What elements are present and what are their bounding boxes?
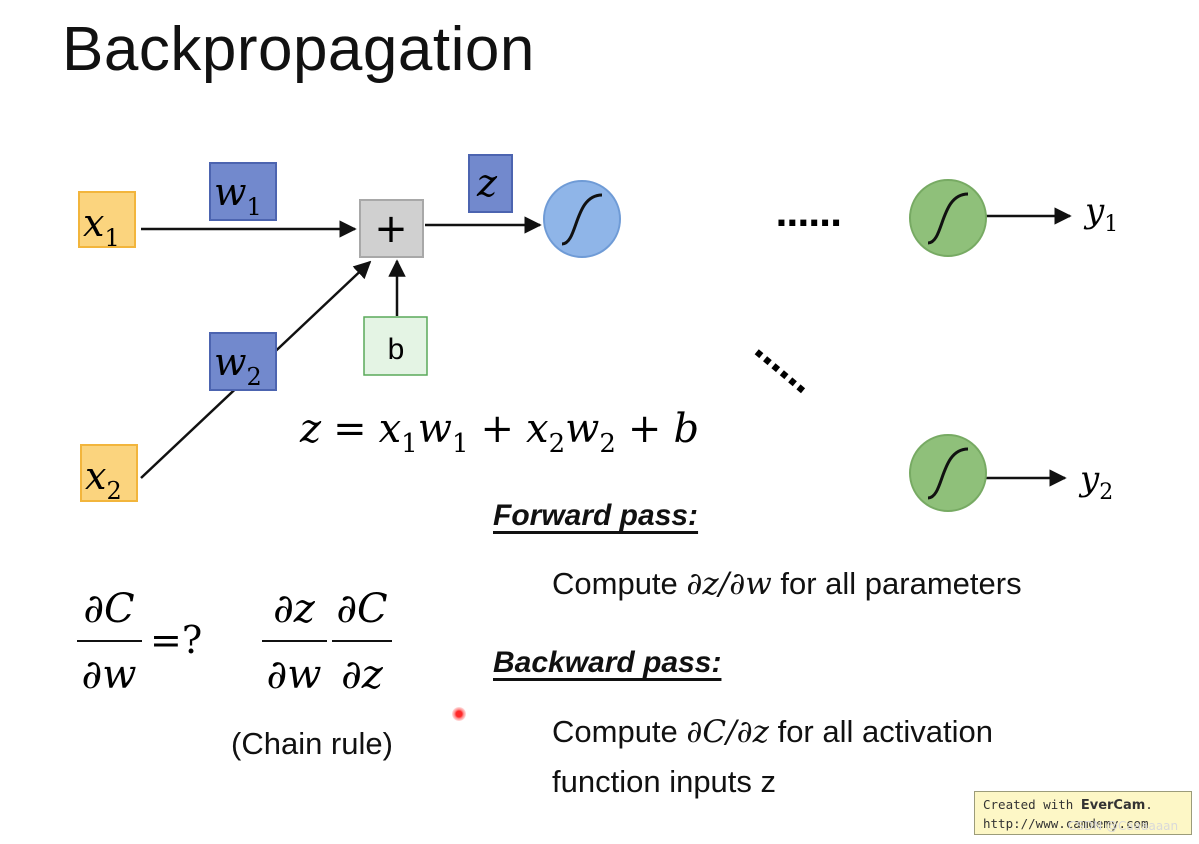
evercam-watermark: Created with EverCam. http://www.camdemy… <box>974 791 1192 835</box>
sum-node <box>359 199 424 258</box>
watermark-line1: Created with EverCam. <box>983 797 1153 813</box>
bias-label: b <box>388 333 405 366</box>
forward-math: ∂z/∂w <box>686 566 772 602</box>
laser-pointer-dot <box>452 707 466 721</box>
chain-denominator-1: ∂w <box>267 652 322 698</box>
output-label-y1: y1 <box>1083 191 1118 237</box>
weight-label-w2: w2 <box>214 340 262 391</box>
sigmoid-icon <box>927 447 969 500</box>
watermark-line2: http://www.camdemy.com <box>983 816 1149 831</box>
neuron-output-2 <box>909 434 987 512</box>
sum-symbol: + <box>374 206 408 252</box>
forward-pass-heading: Forward pass: <box>493 499 699 532</box>
chain-numerator-1: ∂z <box>273 586 316 632</box>
derivative-numerator: ∂C <box>83 586 134 632</box>
slide-title: Backpropagation <box>62 15 535 84</box>
z-box <box>468 154 513 213</box>
backward-pass-heading: Backward pass: <box>493 646 722 679</box>
input-label-x2: x2 <box>85 454 122 505</box>
sigmoid-icon <box>561 193 603 246</box>
backward-math: ∂C/∂z <box>686 714 769 750</box>
backward-text-post: for all activation <box>768 714 993 749</box>
chain-numerator-2: ∂C <box>336 586 387 632</box>
weight-box-w1 <box>209 162 277 221</box>
input-label-x1: x1 <box>83 201 120 252</box>
forward-pass-text: Compute ∂z/∂w for all parameters <box>552 566 1022 602</box>
bias-box <box>363 316 428 376</box>
z-label: z <box>476 161 498 205</box>
ellipsis-diagonal: ...... <box>746 328 822 401</box>
linear-equation: z=x1w1+x2w2+b <box>299 406 699 459</box>
forward-text-post: for all parameters <box>771 566 1022 601</box>
backward-pass-text-line2: function inputs z <box>552 764 777 799</box>
neuron-output-1 <box>909 179 987 257</box>
input-box-x1 <box>78 191 136 248</box>
backward-text-pre: Compute <box>552 714 687 749</box>
forward-text-pre: Compute <box>552 566 687 601</box>
weight-box-w2 <box>209 332 277 391</box>
chain-denominator-2: ∂z <box>341 652 384 698</box>
equals-question: =? <box>150 618 202 662</box>
csdn-watermark: CSDN @Caaaaaan <box>1068 819 1179 833</box>
backward-pass-text: Compute ∂C/∂z for all activation <box>552 714 993 750</box>
derivative-denominator: ∂w <box>82 652 137 698</box>
chain-rule-label: (Chain rule) <box>231 726 393 761</box>
input-box-x2 <box>80 444 138 502</box>
neuron-hidden <box>543 180 621 258</box>
output-label-y2: y2 <box>1078 459 1113 505</box>
sigmoid-icon <box>927 192 969 245</box>
weight-label-w1: w1 <box>214 170 262 221</box>
ellipsis-horizontal: ...... <box>775 195 841 235</box>
